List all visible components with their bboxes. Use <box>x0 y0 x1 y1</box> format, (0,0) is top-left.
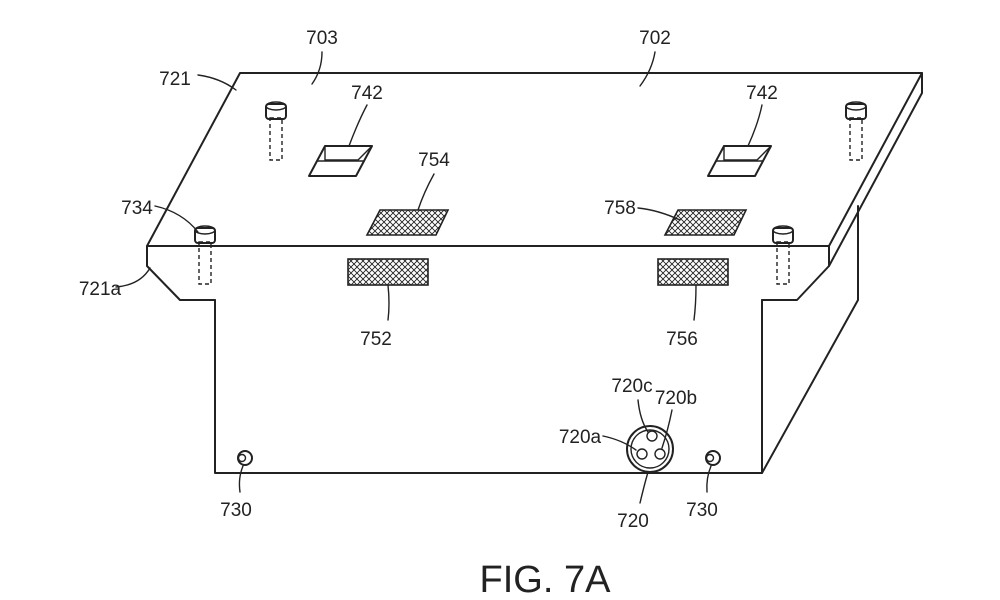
leader-721a <box>115 267 151 288</box>
leader-720 <box>639 471 649 504</box>
label-742-left: 742 <box>351 83 383 104</box>
label-720b: 720b <box>655 388 697 409</box>
fastener-730-left <box>237 450 253 466</box>
leader-756 <box>693 284 697 321</box>
fastener-730-right <box>705 450 721 466</box>
leader-702 <box>639 51 656 87</box>
lid-right-edge <box>828 72 923 267</box>
figure-caption: FIG. 7A <box>480 559 612 600</box>
screw-back-left <box>265 101 287 161</box>
label-758: 758 <box>604 198 636 219</box>
lid-plate <box>146 72 923 301</box>
leader-742-left <box>348 104 368 147</box>
leader-730-right <box>706 465 712 493</box>
label-721a: 721a <box>79 279 122 300</box>
label-754: 754 <box>418 150 450 171</box>
recess-742-left <box>308 145 373 177</box>
pad-756 <box>657 258 729 286</box>
leader-734 <box>154 205 199 233</box>
pad-752 <box>347 258 429 286</box>
leader-754 <box>417 173 435 211</box>
label-703: 703 <box>306 28 338 49</box>
housing-body <box>214 205 859 474</box>
label-752: 752 <box>360 329 392 350</box>
label-756: 756 <box>666 329 698 350</box>
recess-742-right <box>707 145 772 177</box>
leader-720c <box>637 399 649 433</box>
pad-758 <box>663 209 748 236</box>
leader-730-left <box>238 465 244 493</box>
leader-758 <box>637 207 681 221</box>
screw-front-left <box>194 225 216 285</box>
label-720c: 720c <box>611 376 652 397</box>
label-702: 702 <box>639 28 671 49</box>
leader-703 <box>311 51 323 85</box>
label-721: 721 <box>159 69 191 90</box>
leader-742-right <box>747 104 763 147</box>
pad-754 <box>365 209 450 236</box>
housing-front-face <box>214 299 763 474</box>
housing-side-face <box>761 205 859 474</box>
lid-top-surface <box>146 72 923 247</box>
lid-right-flange <box>761 245 830 301</box>
label-720a: 720a <box>559 427 602 448</box>
label-730-right: 730 <box>686 500 718 521</box>
leader-lines <box>115 51 763 504</box>
lid-left-flange <box>146 245 216 301</box>
leader-720a <box>602 435 637 451</box>
screw-back-right <box>845 101 867 161</box>
screw-front-right <box>772 225 794 285</box>
label-730-left: 730 <box>220 500 252 521</box>
leader-752 <box>387 284 390 321</box>
leader-721 <box>197 74 237 91</box>
label-742-right: 742 <box>746 83 778 104</box>
connector-720 <box>626 425 674 473</box>
leader-720b <box>661 409 673 449</box>
label-720: 720 <box>617 511 649 532</box>
label-734: 734 <box>121 198 153 219</box>
